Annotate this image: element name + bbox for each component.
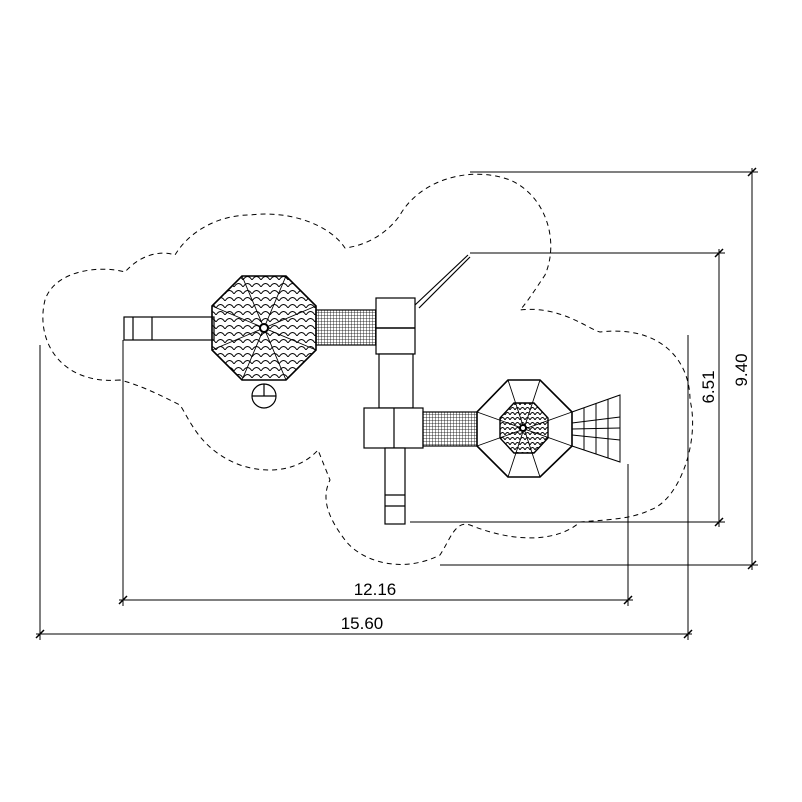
bridge-lower bbox=[422, 411, 481, 447]
climbing-net bbox=[571, 394, 621, 463]
right-tower bbox=[476, 379, 573, 478]
safety-zone-outline bbox=[42, 173, 694, 565]
deck-connector bbox=[378, 353, 414, 409]
steering-wheel bbox=[251, 383, 277, 409]
dimension-structure-width: 12.16 bbox=[354, 580, 397, 599]
dimension-structure-depth: 6.51 bbox=[699, 370, 718, 403]
slanted-slide bbox=[414, 254, 471, 309]
bridge-upper bbox=[315, 309, 377, 346]
dimension-zone-depth: 9.40 bbox=[732, 353, 751, 386]
dimension-lines bbox=[35, 167, 758, 640]
lower-slide bbox=[384, 447, 406, 525]
structure bbox=[123, 254, 621, 525]
left-tower-roof bbox=[211, 275, 317, 381]
dimension-zone-width: 15.60 bbox=[341, 614, 384, 633]
upper-deck bbox=[375, 297, 416, 355]
left-slide bbox=[123, 316, 215, 341]
lower-deck bbox=[363, 407, 424, 449]
